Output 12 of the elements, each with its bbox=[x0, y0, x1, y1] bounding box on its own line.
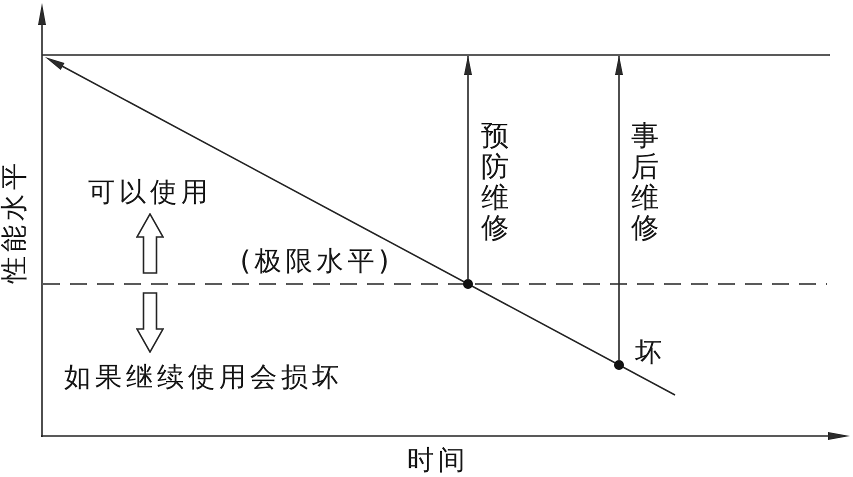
arrow bbox=[615, 55, 623, 360]
arrow-label: 预防维修 bbox=[481, 121, 509, 244]
level-label: (极限水平) bbox=[240, 247, 394, 277]
arrow-label: 事后维修 bbox=[631, 121, 659, 244]
arrow bbox=[464, 55, 472, 279]
region-label: 可以使用 bbox=[88, 178, 212, 208]
axis-label: 时间 bbox=[407, 446, 469, 476]
point-dot bbox=[463, 279, 473, 289]
point-dot bbox=[614, 360, 624, 370]
point-label: 坏 bbox=[635, 338, 666, 368]
axis-label: 性能水平 bbox=[0, 159, 30, 283]
region-label: 如果继续使用会损坏 bbox=[64, 363, 343, 393]
